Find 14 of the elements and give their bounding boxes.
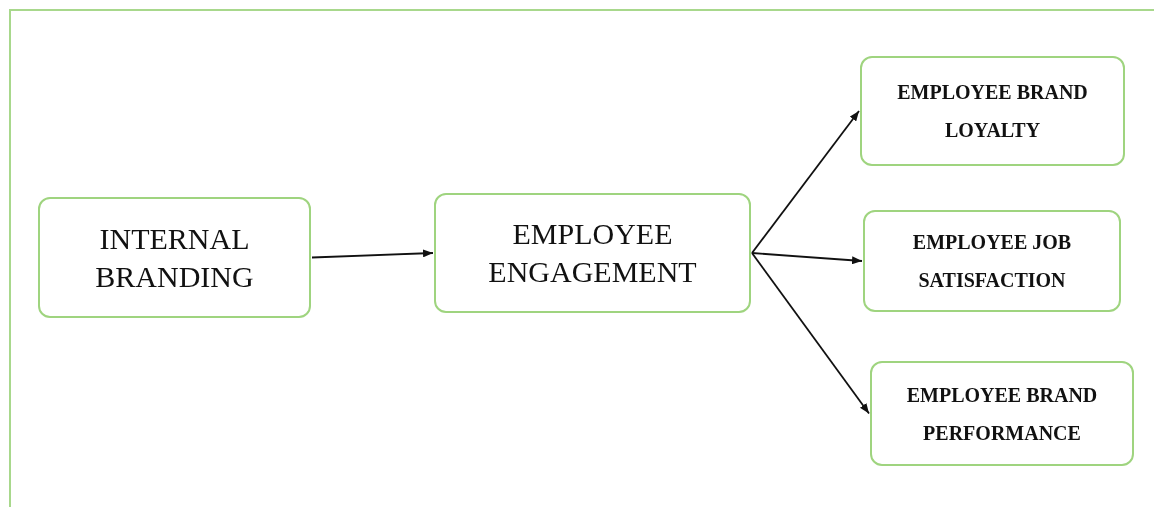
process-box (870, 361, 1134, 466)
box-label: INTERNAL BRANDING (94, 220, 255, 295)
process-box (863, 210, 1121, 312)
box-label: EMPLOYEE BRAND PERFORMANCE (905, 382, 1099, 446)
process-box (860, 56, 1125, 166)
arrow (751, 252, 870, 415)
arrow (311, 249, 434, 259)
arrow (751, 252, 863, 265)
box-label: EMPLOYEE BRAND LOYALTY (896, 80, 1089, 143)
process-box (434, 193, 751, 313)
arrow (751, 110, 860, 254)
box-label: EMPLOYEE ENGAGEMENT (487, 216, 698, 290)
process-box (38, 197, 311, 318)
box-label: EMPLOYEE JOB SATISFACTION (911, 230, 1073, 293)
